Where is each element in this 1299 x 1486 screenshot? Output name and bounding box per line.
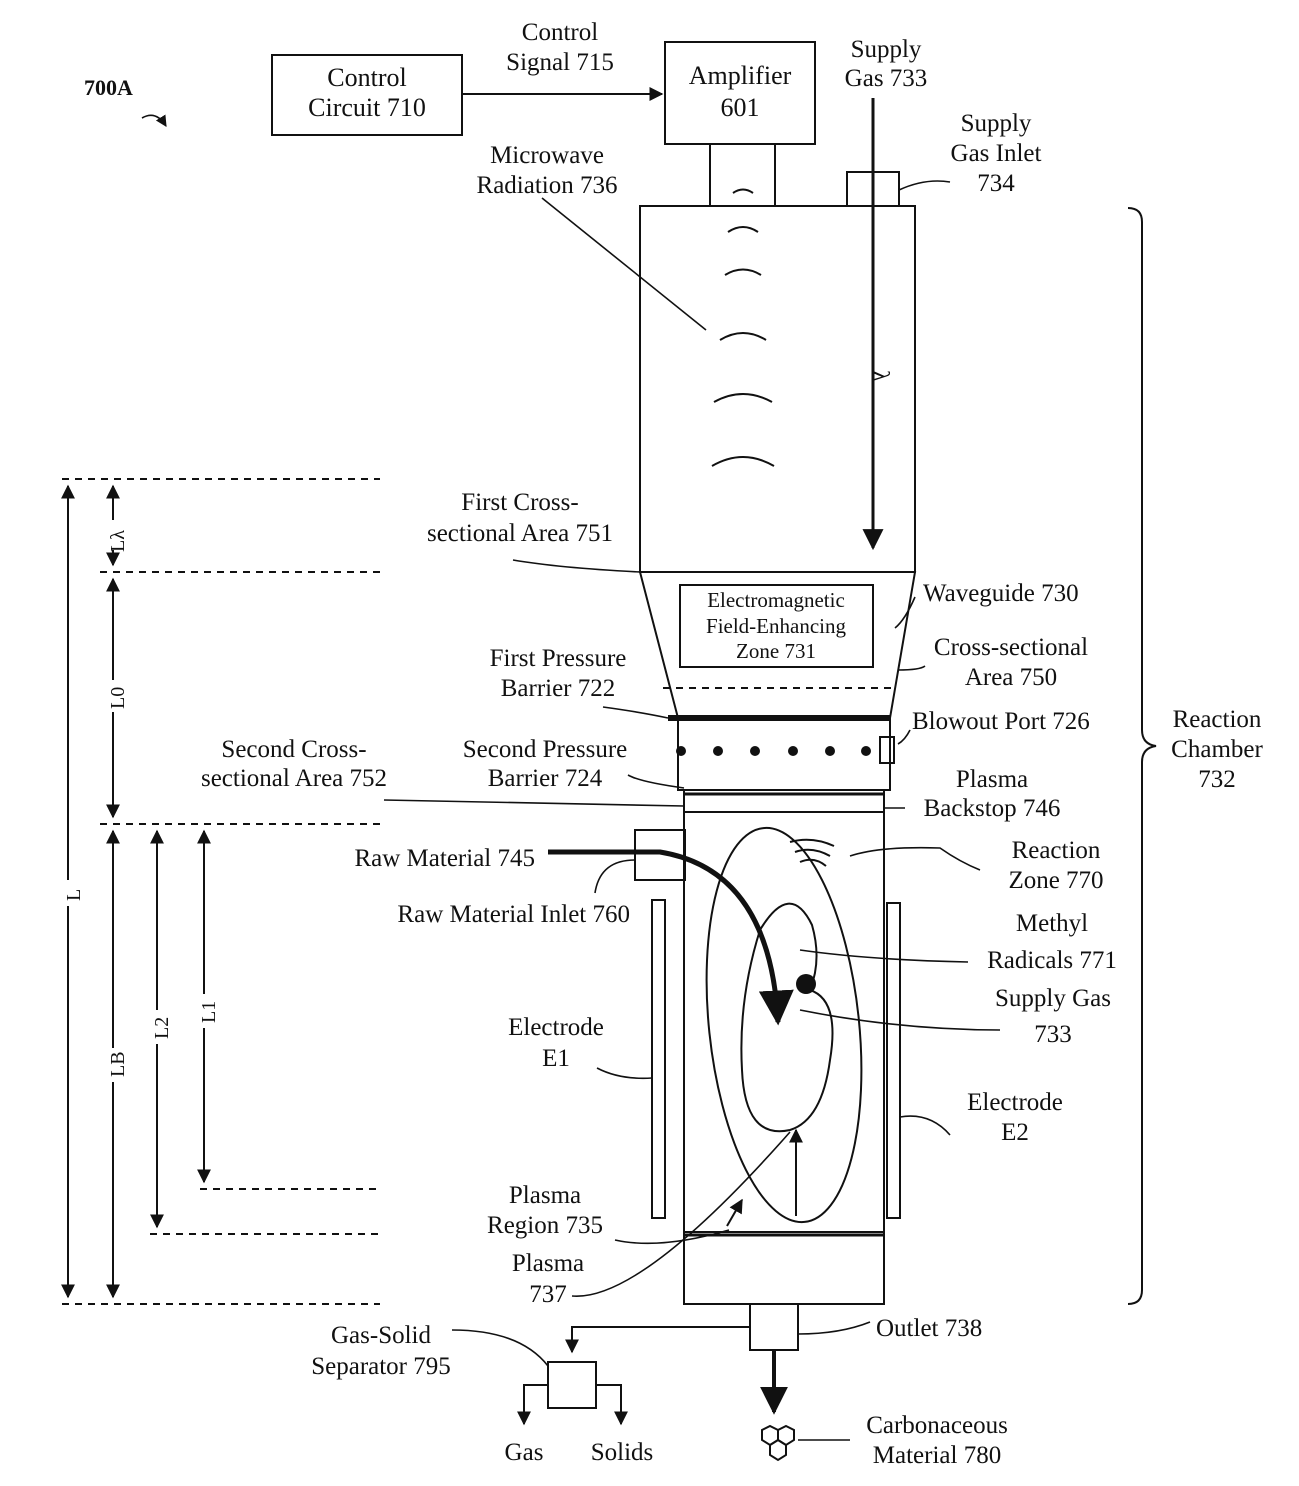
raw-material-inlet-label: Raw Material Inlet 760 — [397, 901, 630, 928]
control-circuit-box: Control Circuit 710 — [272, 55, 462, 135]
reaction-zone-label-2: Zone 770 — [1008, 867, 1103, 894]
em-zone-label-1: Electromagnetic — [707, 588, 845, 612]
electrode-e1 — [652, 900, 665, 1218]
lambda-symbol: λ — [866, 370, 893, 382]
raw-material-label: Raw Material 745 — [354, 845, 535, 872]
plasma-core — [741, 904, 832, 1132]
plasma-label-1: Plasma — [512, 1250, 584, 1277]
plasma-label-2: 737 — [529, 1281, 567, 1308]
control-circuit-label-1: Control — [327, 63, 406, 92]
em-zone-label-3: Zone 731 — [736, 639, 816, 663]
raw-material-arrow — [548, 852, 778, 1022]
reaction-chamber-label-2: Chamber — [1171, 736, 1263, 763]
leader-lines — [384, 181, 1000, 1440]
carbonaceous-label-1: Carbonaceous — [866, 1412, 1008, 1439]
gas-output-arrow — [524, 1385, 548, 1424]
waveguide-neck — [710, 144, 775, 206]
supply-gas-inlet-label-2: Gas Inlet — [951, 140, 1042, 167]
supply-gas-inlet-label-3: 734 — [977, 170, 1015, 197]
amplifier-label-1: Amplifier — [689, 61, 792, 90]
microwave-label-1: Microwave — [490, 142, 604, 169]
second-cross-section-label-2: sectional Area 752 — [201, 765, 387, 792]
control-circuit-label-2: Circuit 710 — [308, 93, 426, 122]
outlet-block — [750, 1304, 798, 1350]
second-pressure-barrier-label-1: Second Pressure — [463, 736, 628, 763]
figure-label: 700A — [84, 75, 166, 126]
methyl-radicals-label-2: Radicals 771 — [987, 947, 1117, 974]
em-field-zone-box: Electromagnetic Field-Enhancing Zone 731 — [680, 585, 873, 667]
microwave-wave-arcs — [712, 190, 774, 467]
reaction-chamber-label-1: Reaction — [1173, 706, 1262, 733]
supply-gas-mid-label-1: Supply Gas — [995, 985, 1111, 1012]
gas-label: Gas — [505, 1439, 544, 1466]
first-cross-section-label-1: First Cross- — [461, 489, 578, 516]
em-zone-label-2: Field-Enhancing — [706, 614, 846, 638]
separator-label-1: Gas-Solid — [331, 1322, 432, 1349]
dimension-arrows — [68, 486, 204, 1297]
figure-label-text: 700A — [84, 75, 133, 100]
plasma-backstop-label-2: Backstop 746 — [924, 795, 1061, 822]
control-signal-label-1: Control — [522, 19, 598, 46]
microwave-label-2: Radiation 736 — [477, 172, 618, 199]
electrode-e2-label-1: Electrode — [967, 1089, 1063, 1116]
dim-l0: L0 — [107, 687, 129, 709]
methyl-radicals-label-1: Methyl — [1016, 910, 1088, 937]
electrode-e2 — [887, 903, 900, 1218]
plasma-region-ellipse — [689, 820, 880, 1230]
plasma-region-label-1: Plasma — [509, 1182, 581, 1209]
supply-gas-mid-label-2: 733 — [1034, 1021, 1072, 1048]
solids-output-arrow — [596, 1385, 621, 1424]
second-cross-section-label-1: Second Cross- — [221, 736, 366, 763]
first-pressure-barrier-label-2: Barrier 722 — [501, 675, 616, 702]
plasma-backstop-label-1: Plasma — [956, 766, 1028, 793]
outlet-label: Outlet 738 — [876, 1315, 982, 1342]
dim-l2: L2 — [151, 1017, 173, 1039]
dim-l1: L1 — [198, 1001, 220, 1023]
callout-labels: Supply Gas 733 Supply Gas Inlet 734 Micr… — [201, 36, 1264, 1469]
blowout-port — [880, 737, 894, 763]
reaction-zone-label-1: Reaction — [1012, 837, 1101, 864]
hexagon-cluster-icon — [762, 1426, 794, 1460]
supply-gas-top-label-2: Gas 733 — [845, 65, 928, 92]
amplifier-box: Amplifier 601 — [665, 42, 815, 144]
blowout-section — [678, 718, 890, 790]
reactor-bottom — [684, 1232, 884, 1304]
supply-gas-inlet-label-1: Supply — [961, 110, 1032, 137]
solids-label: Solids — [591, 1439, 654, 1466]
dim-l-lambda: Lλ — [107, 530, 129, 552]
carbonaceous-label-2: Material 780 — [873, 1442, 1001, 1469]
electrode-e2-label-2: E2 — [1001, 1119, 1029, 1146]
supply-gas-top-label-1: Supply — [851, 36, 922, 63]
electrode-e1-label-1: Electrode — [508, 1014, 604, 1041]
first-pressure-barrier-label-1: First Pressure — [490, 645, 627, 672]
separator-label-2: Separator 795 — [311, 1353, 451, 1380]
dim-lb: LB — [107, 1051, 129, 1077]
blowout-port-label: Blowout Port 726 — [912, 708, 1090, 735]
second-pressure-barrier-label-2: Barrier 724 — [488, 765, 603, 792]
waveguide-label: Waveguide 730 — [923, 580, 1079, 607]
control-signal-label-2: Signal 715 — [506, 49, 614, 76]
separator-feed-line — [572, 1327, 750, 1352]
gas-solid-separator-box — [548, 1362, 596, 1408]
methyl-radical-dot — [796, 974, 816, 994]
reaction-chamber-label-3: 732 — [1198, 766, 1236, 793]
blowout-dots — [676, 746, 871, 756]
dimension-dashed-lines — [62, 479, 380, 1304]
amplifier-label-2: 601 — [721, 93, 760, 122]
cross-section-label-2: Area 750 — [965, 664, 1057, 691]
first-cross-section-label-2: sectional Area 751 — [427, 520, 613, 547]
cross-section-label-1: Cross-sectional — [934, 634, 1088, 661]
electrode-e1-label-2: E1 — [542, 1045, 570, 1072]
plasma-region-label-2: Region 735 — [487, 1212, 603, 1239]
plasma-region-arrow — [727, 1200, 742, 1226]
reaction-chamber-brace — [1128, 208, 1156, 1304]
dim-l: L — [63, 889, 85, 901]
